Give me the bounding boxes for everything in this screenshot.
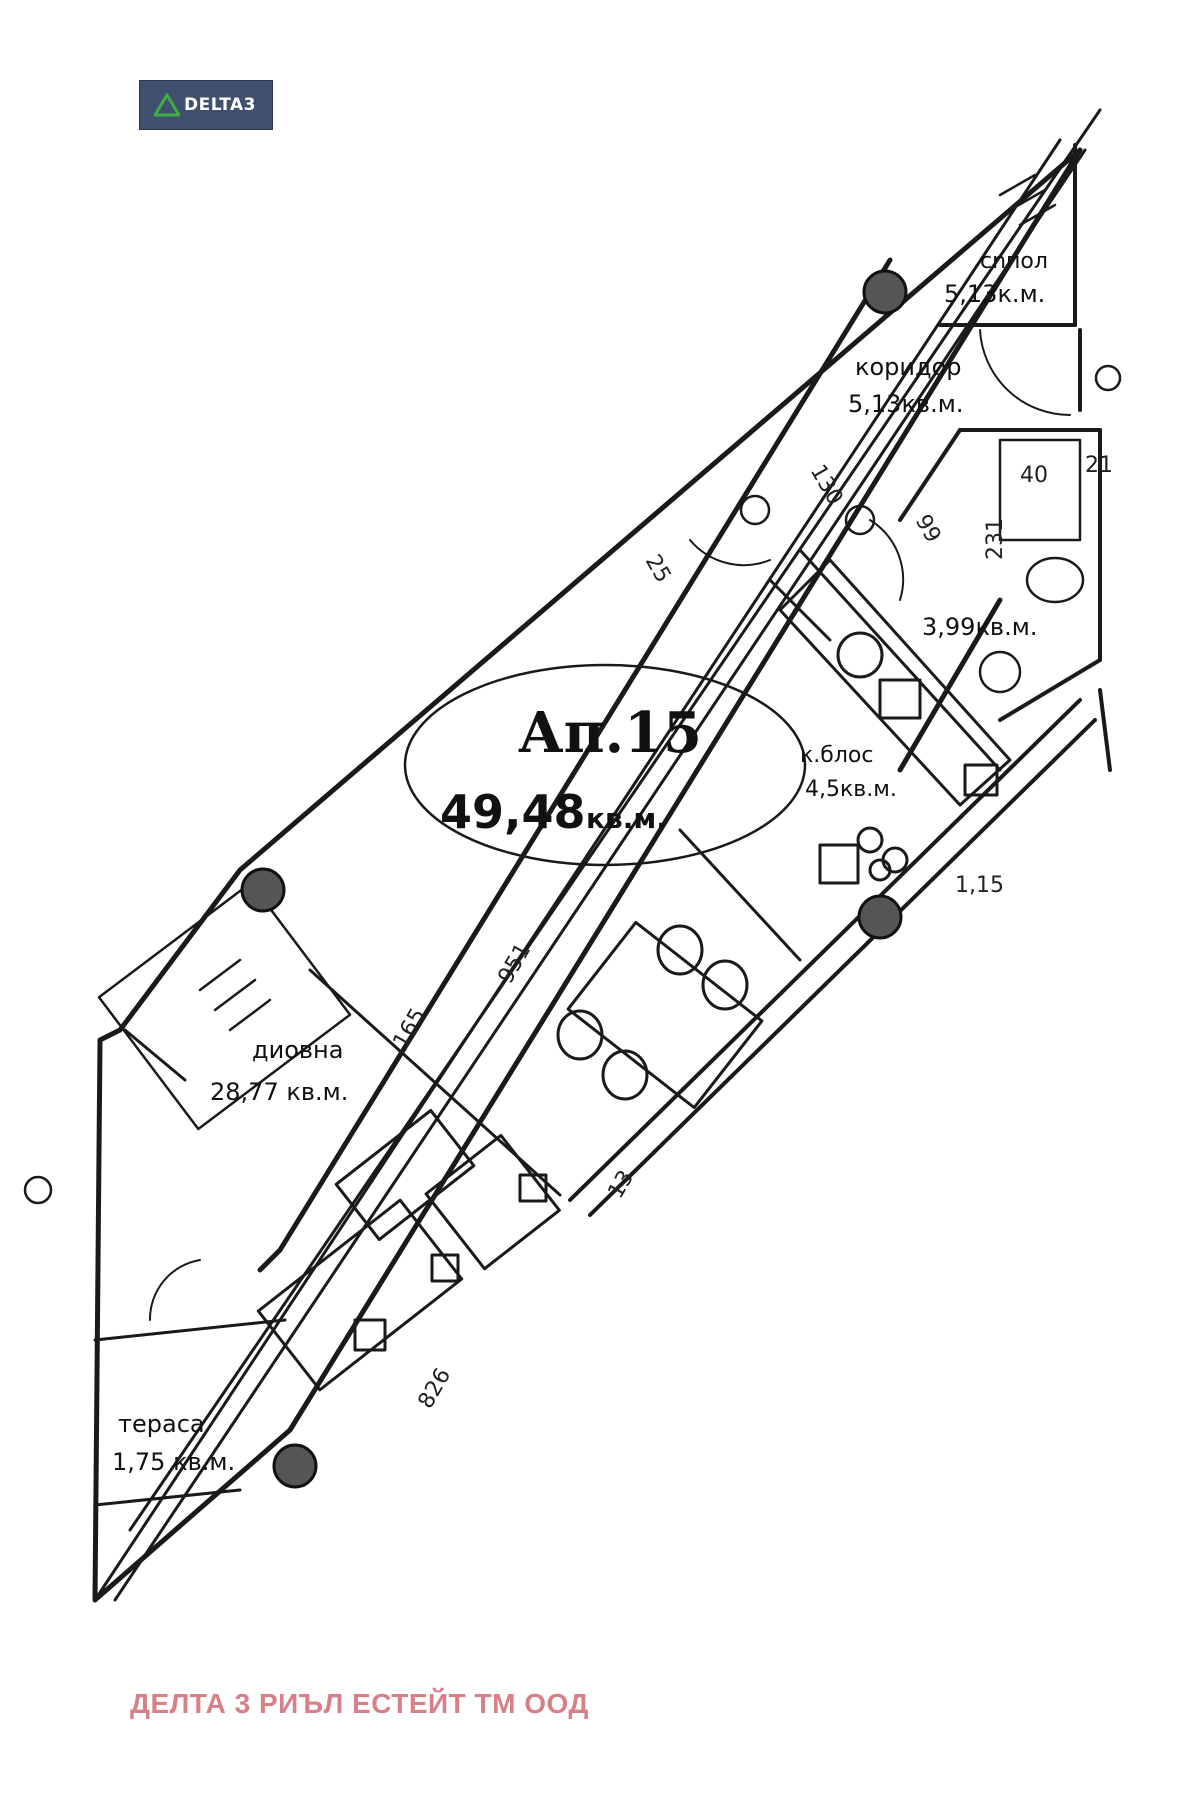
dimension-231: 231 <box>983 518 1008 560</box>
dimension-25: 25 <box>640 551 676 588</box>
kitchen-room-area: 4,5кв.м. <box>805 777 897 802</box>
living-room-area: 28,77 кв.м. <box>210 1078 348 1106</box>
apartment-area-value: 49,48 <box>440 785 586 839</box>
apartment-walls <box>92 147 1083 1603</box>
bathroom-room-area: 3,99кв.м. <box>922 613 1037 641</box>
company-name: ДЕЛТА 3 РИЪЛ ЕСТЕЙТ ТМ ООД <box>130 1688 589 1719</box>
terrace-room-area: 1,75 кв.м. <box>112 1448 235 1476</box>
company-logo: DELTA3 <box>139 80 273 130</box>
interior-partitions <box>93 548 1002 1507</box>
bathroom-fixtures <box>23 364 1122 1205</box>
terrace-room-name: тераса <box>118 1410 205 1438</box>
dimension-826: 826 <box>414 1364 457 1413</box>
dimension-40: 40 <box>1020 463 1048 488</box>
right-walls <box>568 143 1112 1217</box>
dimension-1-15: 1,15 <box>955 873 1004 898</box>
exterior-wall-left <box>93 108 1102 1602</box>
delta-triangle-icon <box>154 93 180 117</box>
dimension-130: 130 <box>805 461 848 510</box>
corridor-room-area: 5,13кв.м. <box>848 390 963 418</box>
living-room-name: диовна <box>252 1036 343 1064</box>
apartment-name: Ап.15 <box>518 700 702 766</box>
dining-set <box>556 920 764 1110</box>
kitchen-counter <box>778 558 1012 885</box>
kitchen-room-name: к.блос <box>800 743 873 768</box>
doors <box>148 329 1071 1321</box>
dimension-21: 21 <box>1085 453 1113 478</box>
apartment-area-unit: кв.м. <box>586 802 667 835</box>
logo-text: DELTA3 <box>184 95 257 115</box>
corridor-room-name: коридор <box>855 353 962 381</box>
sanitary-room-area: 5,13к.м. <box>944 280 1045 308</box>
lounge-furniture <box>256 1108 561 1392</box>
dimension-99: 99 <box>910 511 946 548</box>
storage-hatching <box>97 173 1057 1131</box>
structural-columns <box>240 269 908 1489</box>
title-ellipse <box>403 663 807 867</box>
sanitary-room-name: сnпол <box>980 249 1048 274</box>
